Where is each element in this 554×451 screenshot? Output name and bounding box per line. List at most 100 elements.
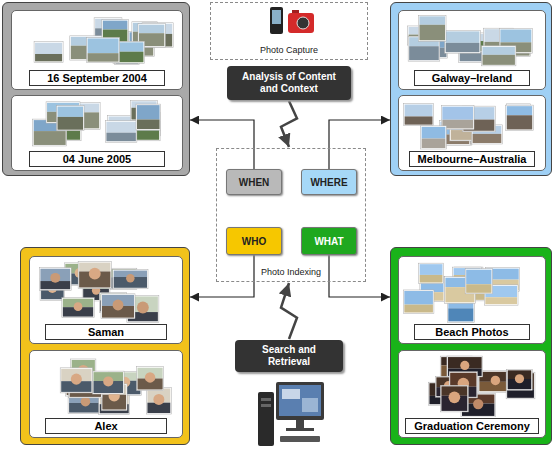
photo-face xyxy=(460,361,469,370)
capture-box: Photo Capture xyxy=(210,2,368,60)
photo-face xyxy=(103,376,113,386)
photo-frame xyxy=(113,270,148,289)
photo-foreground xyxy=(34,131,66,145)
camera-button xyxy=(292,10,299,13)
monitor-stand xyxy=(296,420,304,428)
photo-frame xyxy=(506,105,534,130)
place-panel: Galway–IrelandMelbourne–Australia xyxy=(390,2,552,176)
photo-frame xyxy=(507,369,533,390)
photo-thumbnail xyxy=(481,46,515,66)
lightning-arrow xyxy=(281,283,297,339)
photo-face xyxy=(113,300,124,311)
lightning-arrow xyxy=(281,101,297,147)
photo-background xyxy=(420,264,443,275)
photo-background xyxy=(35,43,62,54)
index-key: WHERE xyxy=(301,169,357,195)
photo-frame xyxy=(137,367,164,391)
photo-frame xyxy=(403,290,434,314)
photo-foreground xyxy=(404,305,433,313)
key-label: WHERE xyxy=(310,177,347,188)
process-label: Search and Retrieval xyxy=(240,344,338,368)
photo-face xyxy=(473,399,483,409)
group-caption: Saman xyxy=(45,324,167,340)
photo-thumbnail xyxy=(421,126,447,149)
key-label: WHAT xyxy=(314,236,343,247)
process-box: Search and Retrieval xyxy=(235,340,343,372)
phone-screen xyxy=(272,10,281,24)
photo-background xyxy=(419,16,445,24)
photo-face xyxy=(50,273,60,283)
photo-frame xyxy=(101,294,135,319)
screen-window xyxy=(282,389,300,399)
photo-background xyxy=(466,270,491,285)
photo-foreground xyxy=(448,308,473,321)
screen-window xyxy=(302,398,318,412)
photo-collage xyxy=(403,355,543,417)
photo-frame xyxy=(62,298,94,318)
photo-foreground xyxy=(409,46,439,60)
photo-group: Galway–Ireland xyxy=(398,10,546,90)
photo-thumbnail xyxy=(105,121,136,142)
photo-frame xyxy=(419,263,444,283)
index-connector xyxy=(329,120,390,169)
photo-background xyxy=(446,31,480,42)
photo-group: 04 June 2005 xyxy=(11,95,183,171)
photo-foreground xyxy=(442,120,473,129)
photo-frame xyxy=(445,30,481,53)
photo-background xyxy=(442,107,473,120)
photo-thumbnail xyxy=(507,369,533,390)
photo-thumbnail xyxy=(113,270,148,289)
photo-foreground xyxy=(466,284,491,293)
photo-group: Beach Photos xyxy=(398,256,546,344)
index-connector xyxy=(190,255,254,297)
monitor-screen xyxy=(279,385,321,416)
photo-background xyxy=(88,38,119,53)
photo-background xyxy=(57,107,83,117)
photo-background xyxy=(103,21,128,30)
photo-frame xyxy=(146,387,171,414)
photo-thumbnail xyxy=(403,290,434,314)
photo-foreground xyxy=(57,117,83,130)
photo-frame xyxy=(404,104,434,126)
photo-thumbnail xyxy=(101,294,135,319)
photo-group: 16 September 2004 xyxy=(11,10,183,90)
photo-face xyxy=(449,391,461,403)
index-key: WHEN xyxy=(226,169,282,195)
photo-foreground xyxy=(88,53,119,61)
group-caption: Graduation Ceremony xyxy=(405,418,539,434)
index-connector xyxy=(190,120,254,169)
key-label: WHEN xyxy=(239,177,270,188)
photo-foreground xyxy=(473,134,502,143)
photo-frame xyxy=(34,42,63,63)
photo-background xyxy=(405,105,433,117)
photo-frame xyxy=(39,268,71,291)
photo-face xyxy=(81,397,91,407)
photo-foreground xyxy=(507,115,533,129)
index-box: Photo IndexingWHENWHEREWHOWHAT xyxy=(216,148,366,282)
group-caption: Alex xyxy=(45,418,167,434)
photo-collage xyxy=(34,355,180,417)
photo-background xyxy=(139,25,164,34)
photo-frame xyxy=(60,368,92,393)
photo-thumbnail xyxy=(445,30,481,53)
photo-thumbnail xyxy=(136,104,161,130)
photo-foreground xyxy=(422,139,446,148)
computer-icon xyxy=(258,382,324,446)
photo-collage xyxy=(403,15,543,69)
photo-face xyxy=(126,274,134,282)
group-caption: Beach Photos xyxy=(414,324,531,340)
process-box: Analysis of Content and Context xyxy=(227,66,351,100)
process-label: Analysis of Content and Context xyxy=(232,71,346,95)
computer-tower xyxy=(258,392,274,446)
photo-background xyxy=(422,127,446,139)
photo-face xyxy=(71,374,82,385)
photo-frame xyxy=(105,121,136,142)
photo-frame xyxy=(87,37,120,62)
photo-foreground xyxy=(35,54,62,61)
photo-foreground xyxy=(482,55,514,65)
photo-frame xyxy=(440,385,468,412)
photo-face xyxy=(153,394,164,405)
photo-foreground xyxy=(419,25,445,40)
key-label: WHO xyxy=(242,236,266,247)
monitor-frame xyxy=(276,382,324,420)
